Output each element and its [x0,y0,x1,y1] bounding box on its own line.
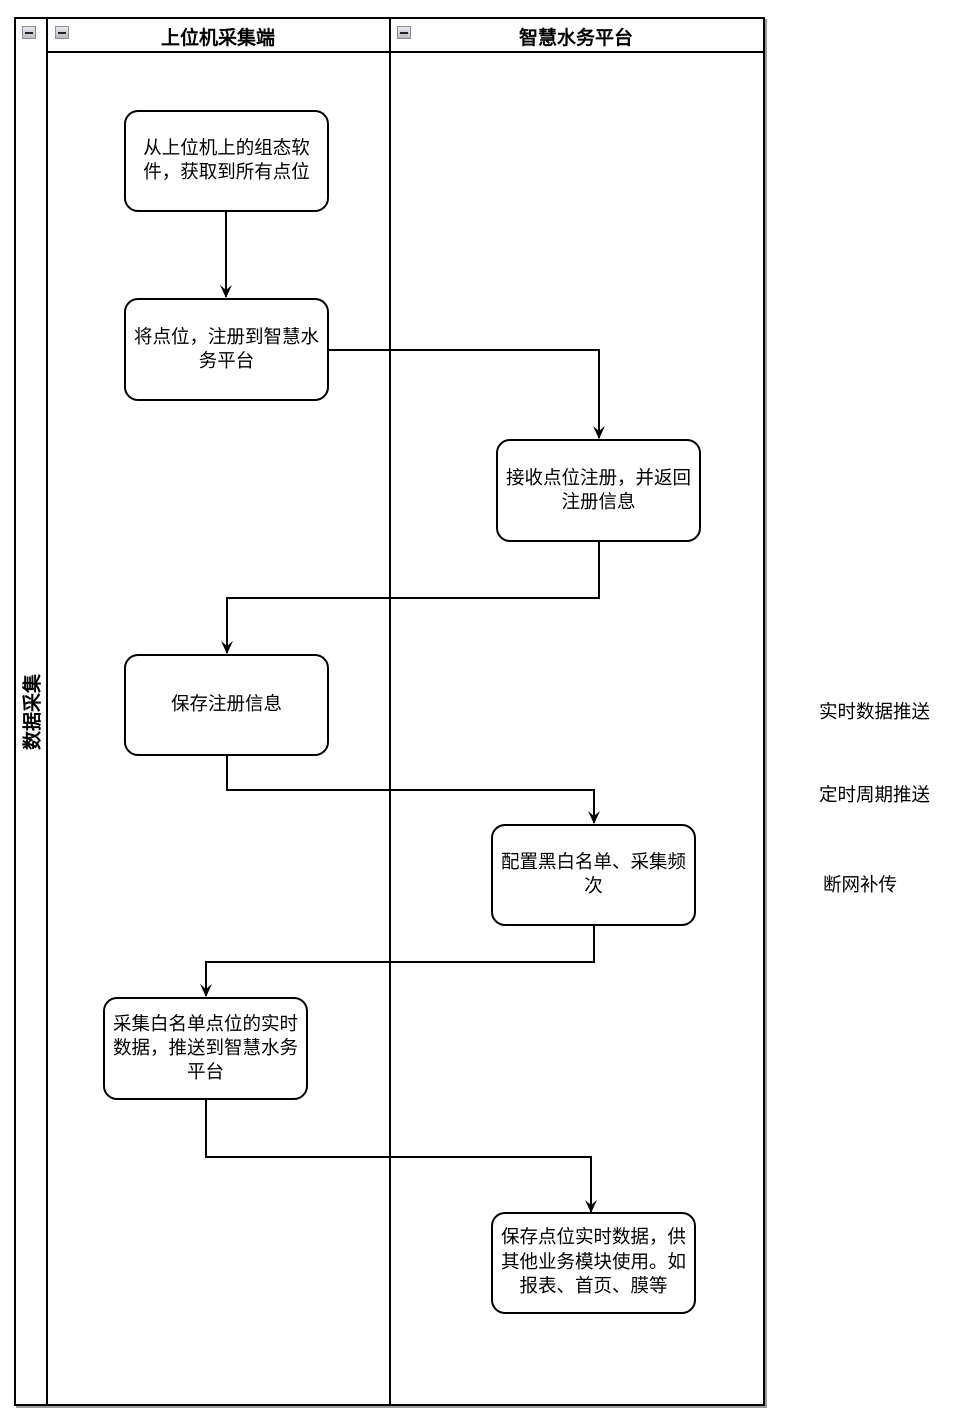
lane-smart-water-platform: 智慧水务平台 [389,17,765,1406]
process-node-register-points[interactable]: 将点位，注册到智慧水务平台 [124,298,329,401]
process-node-get-all-points[interactable]: 从上位机上的组态软件，获取到所有点位 [124,110,329,212]
process-node-configure-lists[interactable]: 配置黑白名单、采集频次 [491,824,696,926]
process-node-collect-push-data[interactable]: 采集白名单点位的实时数据，推送到智慧水务平台 [103,997,308,1100]
lane-collapse-minus-box-icon[interactable] [55,26,69,39]
lane-title: 上位机采集端 [160,27,275,49]
side-note-realtime-push: 实时数据推送 [819,702,931,723]
process-node-save-registration[interactable]: 保存注册信息 [124,654,329,756]
node-text: 保存点位实时数据，供其他业务模块使用。如报表、首页、膜等 [500,1227,686,1298]
side-note-scheduled-push: 定时周期推送 [819,785,931,806]
lane-host-collector: 上位机采集端 [47,17,391,1406]
process-node-save-realtime-data[interactable]: 保存点位实时数据，供其他业务模块使用。如报表、首页、膜等 [491,1212,696,1314]
node-text: 配置黑白名单、采集频次 [500,852,686,897]
node-text: 从上位机上的组态软件，获取到所有点位 [143,138,310,183]
node-text: 保存注册信息 [170,694,282,715]
node-text: 接收点位注册，并返回注册信息 [505,467,691,513]
lane-collapse-minus-box-icon[interactable] [397,26,411,39]
process-node-receive-registration[interactable]: 接收点位注册，并返回注册信息 [496,439,701,542]
lane-header: 上位机采集端 [47,17,389,53]
pool-title: 数据采集 [21,673,44,751]
pool-collapse-minus-box-icon[interactable] [22,26,36,39]
pool-header [14,17,48,1406]
node-text: 采集白名单点位的实时数据，推送到智慧水务平台 [112,1013,298,1083]
lane-header: 智慧水务平台 [389,17,763,53]
lane-title: 智慧水务平台 [518,27,633,49]
node-text: 将点位，注册到智慧水务平台 [133,326,319,372]
side-note-offline-resend: 断网补传 [823,875,898,896]
